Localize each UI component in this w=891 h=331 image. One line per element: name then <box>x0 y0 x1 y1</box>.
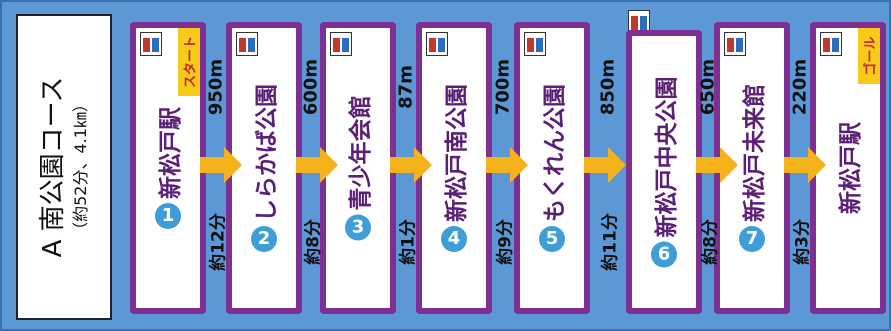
leg-time: 約8分 <box>700 219 721 265</box>
stop-number-icon: 6 <box>651 241 677 268</box>
restroom-icon <box>426 32 448 56</box>
route-arrow-icon <box>296 147 338 183</box>
restroom-icon <box>140 32 162 56</box>
leg-distance: 220m <box>789 58 811 116</box>
restroom-icon <box>820 32 842 56</box>
stop-name-text: 新松戸中央公園 <box>654 76 680 238</box>
route-arrow-icon <box>390 147 432 183</box>
leg-time: 約8分 <box>303 219 324 265</box>
stop-number-icon: 7 <box>739 226 765 252</box>
route-arrow-icon <box>200 147 242 183</box>
restroom-icon <box>524 32 546 56</box>
stop-number-icon: 1 <box>155 203 181 229</box>
stop-name-text: 青少年会館 <box>348 95 374 211</box>
leg-distance: 700m <box>492 58 514 116</box>
leg-distance: 650m <box>697 58 719 116</box>
stop-name-text: 新松戸駅 <box>158 107 184 199</box>
stop-1: 1 新松戸駅 スタート <box>130 22 206 314</box>
stop-number-icon: 4 <box>441 226 467 252</box>
stop-6: 6 新松戸中央公園 <box>626 30 702 314</box>
stop-name-text: 新松戸駅 <box>838 122 864 214</box>
leg-distance: 600m <box>300 58 322 116</box>
stop-name-text: 新松戸未来館 <box>742 84 768 222</box>
stop-number-icon: 5 <box>539 226 565 252</box>
leg-distance: 850m <box>597 58 619 116</box>
leg-time: 約3分 <box>792 219 813 265</box>
leg-distance: 87m <box>395 65 417 109</box>
stop-name-text: 新松戸南公園 <box>444 84 470 222</box>
stop-name: 6 新松戸中央公園 <box>647 77 681 268</box>
start-badge: スタート <box>178 28 200 96</box>
stop-number-icon: 3 <box>345 214 371 241</box>
restroom-icon <box>236 32 258 56</box>
stop-name: 4 新松戸南公園 <box>437 84 471 252</box>
course-title: A 南公園コース <box>38 76 68 258</box>
leg-time: 約1分 <box>398 219 419 265</box>
leg-time: 約11分 <box>600 213 621 271</box>
stop-name-text: しらかば公園 <box>254 84 280 222</box>
leg-time: 約9分 <box>495 219 516 265</box>
route-arrow-icon <box>784 147 826 183</box>
stop-number-icon: 2 <box>251 226 277 252</box>
route-arrow-icon <box>584 147 626 183</box>
stop-name: 新松戸駅 <box>831 122 865 214</box>
stop-name-text: もくれん公園 <box>542 84 568 222</box>
course-subtitle: （約52分、4.1㎞） <box>71 96 90 238</box>
leg-distance: 950m <box>205 58 227 116</box>
stop-name: 5 もくれん公園 <box>535 84 569 252</box>
leg-time: 約12分 <box>208 213 229 271</box>
restroom-icon <box>724 32 746 56</box>
stop-name: 1 新松戸駅 <box>151 107 185 229</box>
stop-name: 3 青少年会館 <box>341 96 375 241</box>
restroom-icon <box>330 32 352 56</box>
course-title-box: A 南公園コース （約52分、4.1㎞） <box>16 14 112 320</box>
stop-name: 7 新松戸未来館 <box>735 84 769 252</box>
stop-name: 2 しらかば公園 <box>247 84 281 252</box>
route-arrow-icon <box>486 147 528 183</box>
route-arrow-icon <box>696 147 738 183</box>
goal-badge: ゴール <box>858 28 880 84</box>
